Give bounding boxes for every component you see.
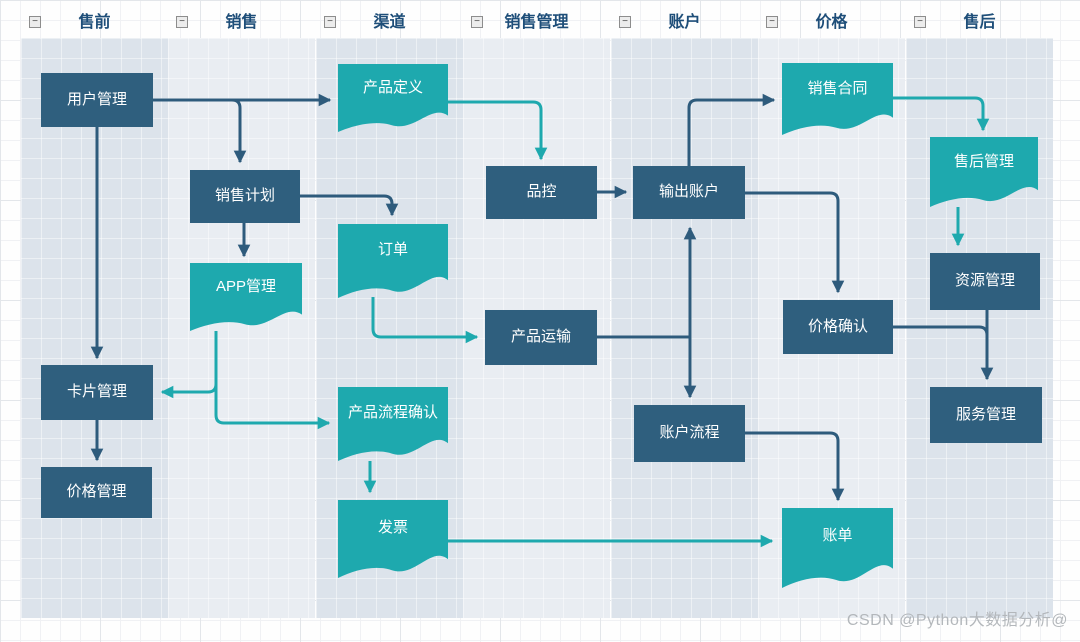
node-label: 价格管理 bbox=[66, 483, 127, 501]
node-label: 服务管理 bbox=[955, 405, 1016, 423]
node-label: 资源管理 bbox=[954, 272, 1015, 290]
document-shape bbox=[782, 63, 893, 135]
lane-title: 价格 bbox=[815, 14, 848, 31]
lane-header-sales-management: − 销售管理 bbox=[463, 12, 610, 34]
collapse-icon[interactable]: − bbox=[29, 16, 41, 28]
node-label: APP管理 bbox=[215, 278, 276, 296]
document-shape bbox=[782, 508, 893, 588]
edge-product-definition-to-quality-control bbox=[448, 100, 548, 161]
lane-account bbox=[611, 38, 758, 618]
edge-output-account-to-price-confirm bbox=[745, 191, 845, 294]
node-label: 价格确认 bbox=[807, 317, 868, 335]
node-label: 产品定义 bbox=[362, 79, 423, 97]
document-shape bbox=[338, 500, 448, 578]
edge-order-to-product-transport bbox=[371, 297, 479, 344]
node-label: 销售合同 bbox=[807, 79, 868, 97]
document-shape bbox=[190, 263, 302, 331]
node-bill[interactable]: 账单 bbox=[782, 508, 893, 588]
node-label: 发票 bbox=[377, 518, 408, 536]
node-app-management[interactable]: APP管理 bbox=[190, 263, 302, 331]
lane-title: 售前 bbox=[78, 14, 111, 31]
collapse-icon[interactable]: − bbox=[619, 16, 631, 28]
lane-header-aftersales: − 售后 bbox=[906, 12, 1053, 34]
node-card-management[interactable]: 卡片管理 bbox=[41, 365, 153, 420]
node-label: 产品流程确认 bbox=[347, 404, 438, 422]
node-label: 产品运输 bbox=[510, 328, 571, 346]
node-label: 账户流程 bbox=[659, 424, 720, 442]
node-label: 卡片管理 bbox=[66, 383, 127, 401]
node-aftersales-management[interactable]: 售后管理 bbox=[930, 137, 1038, 207]
node-output-account[interactable]: 输出账户 bbox=[633, 166, 745, 219]
node-invoice[interactable]: 发票 bbox=[338, 500, 448, 578]
node-service-management[interactable]: 服务管理 bbox=[930, 387, 1042, 443]
edge-app-management-to-product-process-confirm bbox=[214, 331, 331, 430]
node-product-transport[interactable]: 产品运输 bbox=[485, 310, 597, 365]
node-label: 销售计划 bbox=[214, 187, 275, 205]
node-account-process[interactable]: 账户流程 bbox=[634, 405, 745, 462]
document-shape bbox=[338, 387, 448, 461]
node-user-management[interactable]: 用户管理 bbox=[41, 73, 153, 127]
edge-account-process-to-bill bbox=[745, 431, 845, 502]
lane-presales bbox=[21, 38, 168, 618]
lane-title: 账户 bbox=[668, 14, 701, 31]
lane-title: 销售 bbox=[225, 14, 258, 31]
node-label: 品控 bbox=[526, 183, 557, 201]
lane-header-price: − 价格 bbox=[758, 12, 905, 34]
node-product-process-confirm[interactable]: 产品流程确认 bbox=[338, 387, 448, 461]
edge-output-account-to-sales-contract bbox=[687, 93, 776, 166]
node-label: 输出账户 bbox=[658, 183, 719, 201]
lane-header-channel: − 渠道 bbox=[316, 12, 463, 34]
edge-sales-plan-to-order bbox=[300, 194, 399, 217]
collapse-icon[interactable]: − bbox=[176, 16, 188, 28]
document-shape bbox=[930, 137, 1038, 207]
csdn-watermark: CSDN @Python大数据分析@ bbox=[846, 612, 1068, 629]
lane-header-account: − 账户 bbox=[611, 12, 758, 34]
lane-header-presales: − 售前 bbox=[21, 12, 168, 34]
document-shape bbox=[338, 64, 448, 132]
lane-title: 售后 bbox=[963, 14, 996, 31]
node-price-confirm[interactable]: 价格确认 bbox=[783, 300, 893, 354]
edge-user-management-to-sales-plan bbox=[153, 98, 247, 164]
edge-price-confirm-to-service-management bbox=[893, 325, 989, 375]
node-product-definition[interactable]: 产品定义 bbox=[338, 64, 448, 132]
node-quality-control[interactable]: 品控 bbox=[486, 166, 597, 219]
document-shape bbox=[338, 224, 448, 298]
lane-title: 渠道 bbox=[373, 14, 406, 31]
node-label: 订单 bbox=[377, 241, 408, 259]
node-resource-management[interactable]: 资源管理 bbox=[930, 253, 1040, 310]
lane-title: 销售管理 bbox=[504, 14, 569, 31]
node-label: 售后管理 bbox=[953, 152, 1014, 170]
edge-app-management-to-card-management bbox=[160, 331, 218, 399]
collapse-icon[interactable]: − bbox=[324, 16, 336, 28]
lane-header-sales: − 销售 bbox=[168, 12, 315, 34]
node-sales-plan[interactable]: 销售计划 bbox=[190, 170, 300, 223]
collapse-icon[interactable]: − bbox=[914, 16, 926, 28]
node-price-management[interactable]: 价格管理 bbox=[41, 467, 152, 518]
node-label: 用户管理 bbox=[66, 90, 127, 108]
node-order[interactable]: 订单 bbox=[338, 224, 448, 298]
node-label: 账单 bbox=[822, 527, 853, 545]
collapse-icon[interactable]: − bbox=[766, 16, 778, 28]
node-sales-contract[interactable]: 销售合同 bbox=[782, 63, 893, 135]
edge-sales-contract-to-aftersales-management bbox=[893, 96, 990, 132]
collapse-icon[interactable]: − bbox=[471, 16, 483, 28]
